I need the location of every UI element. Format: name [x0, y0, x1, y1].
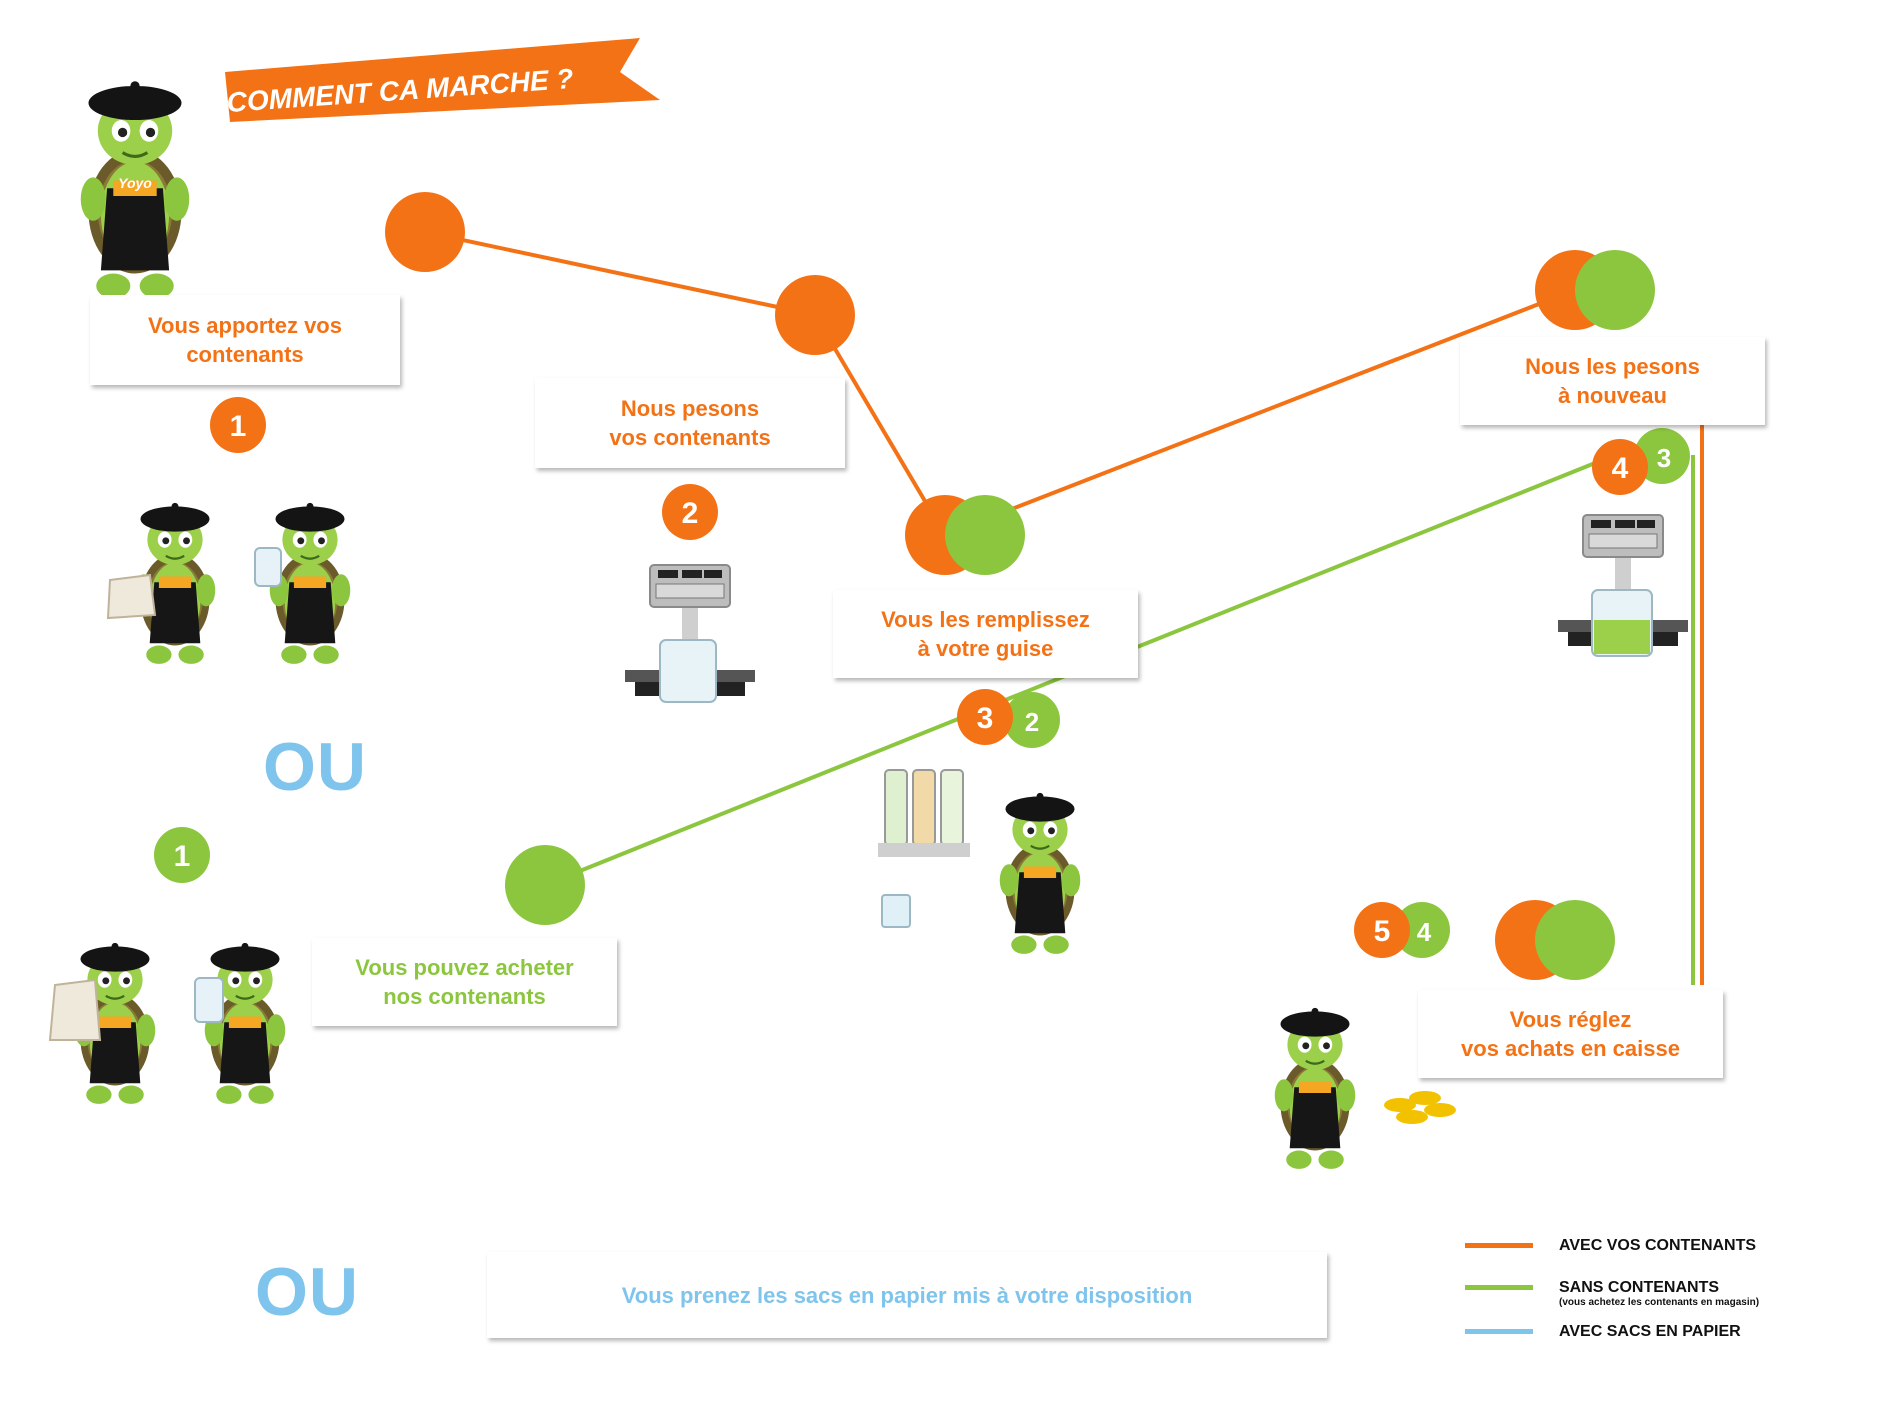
jar-icon-2 — [194, 977, 224, 1023]
step-fill-containers: Vous les remplissez à votre guise — [833, 590, 1138, 678]
legend-item-orange: AVEC VOS CONTENANTS — [1465, 1236, 1756, 1255]
green-dot-3 — [945, 495, 1025, 575]
svg-text:3: 3 — [977, 702, 994, 735]
badge-orange-2: 2 — [662, 484, 718, 540]
orange-path — [424, 230, 1704, 985]
badge-green-3: 3 — [1634, 428, 1690, 484]
badge-green-4: 4 — [1394, 902, 1450, 958]
badge-green-2: 2 — [1004, 692, 1060, 748]
full-jar-icon — [1591, 589, 1653, 657]
step-paper-bags: Vous prenez les sacs en papier mis à vot… — [487, 1252, 1327, 1338]
bag-icon — [106, 573, 157, 620]
jar-icon — [254, 547, 282, 587]
turtle-with-jar — [268, 501, 352, 666]
badge-orange-4: 4 — [1592, 439, 1648, 495]
turtle-at-dispenser — [998, 791, 1082, 956]
svg-text:1: 1 — [174, 840, 191, 873]
svg-text:4: 4 — [1417, 917, 1432, 947]
coins-icon — [1384, 1091, 1456, 1124]
turtle-paying — [1273, 1006, 1357, 1171]
legend-swatch-blue — [1465, 1329, 1533, 1334]
svg-text:2: 2 — [1025, 707, 1039, 737]
mascot-apron-label: Yoyo — [118, 175, 152, 191]
turtle-with-jar-2 — [203, 941, 287, 1106]
badge-orange-1: 1 — [210, 397, 266, 453]
green-dot-5 — [1535, 900, 1615, 980]
legend-item-blue: AVEC SACS EN PAPIER — [1465, 1322, 1741, 1341]
legend-label-orange: AVEC VOS CONTENANTS — [1559, 1237, 1757, 1254]
bag-icon-2 — [48, 978, 102, 1041]
legend-item-green: SANS CONTENANTS (vous achetez les conten… — [1465, 1278, 1759, 1308]
badge-orange-5: 5 — [1354, 902, 1410, 958]
orange-dot-1 — [385, 192, 465, 272]
step-pay: Vous réglez vos achats en caisse — [1418, 990, 1723, 1078]
dispenser-icon — [878, 769, 970, 928]
badge-green-1: 1 — [154, 827, 210, 883]
ou-label-1: OU — [263, 729, 367, 805]
step-bring-containers: Vous apportez vos contenants — [90, 295, 400, 385]
legend-sublabel-green: (vous achetez les contenants en magasin) — [1559, 1297, 1760, 1308]
orange-dot-2 — [775, 275, 855, 355]
step-weigh-containers: Nous pesons vos contenants — [535, 378, 845, 468]
legend-swatch-orange — [1465, 1243, 1533, 1248]
badge-orange-3: 3 — [957, 689, 1013, 745]
svg-text:5: 5 — [1374, 915, 1391, 948]
step-buy-containers: Vous pouvez acheter nos contenants — [312, 938, 617, 1026]
svg-text:1: 1 — [230, 410, 247, 443]
ou-label-2: OU — [255, 1254, 359, 1330]
green-dot-1 — [505, 845, 585, 925]
svg-text:3: 3 — [1657, 443, 1671, 473]
legend-label-blue: AVEC SACS EN PAPIER — [1559, 1323, 1741, 1340]
empty-jar-icon — [659, 639, 717, 703]
step-reweigh: Nous les pesons à nouveau — [1460, 337, 1765, 425]
legend-swatch-green — [1465, 1285, 1533, 1290]
title-banner: COMMENT CA MARCHE ? — [225, 38, 660, 122]
svg-text:2: 2 — [682, 497, 699, 530]
legend-label-green: SANS CONTENANTS — [1559, 1279, 1720, 1296]
green-dot-4 — [1575, 250, 1655, 330]
svg-text:4: 4 — [1612, 452, 1629, 485]
